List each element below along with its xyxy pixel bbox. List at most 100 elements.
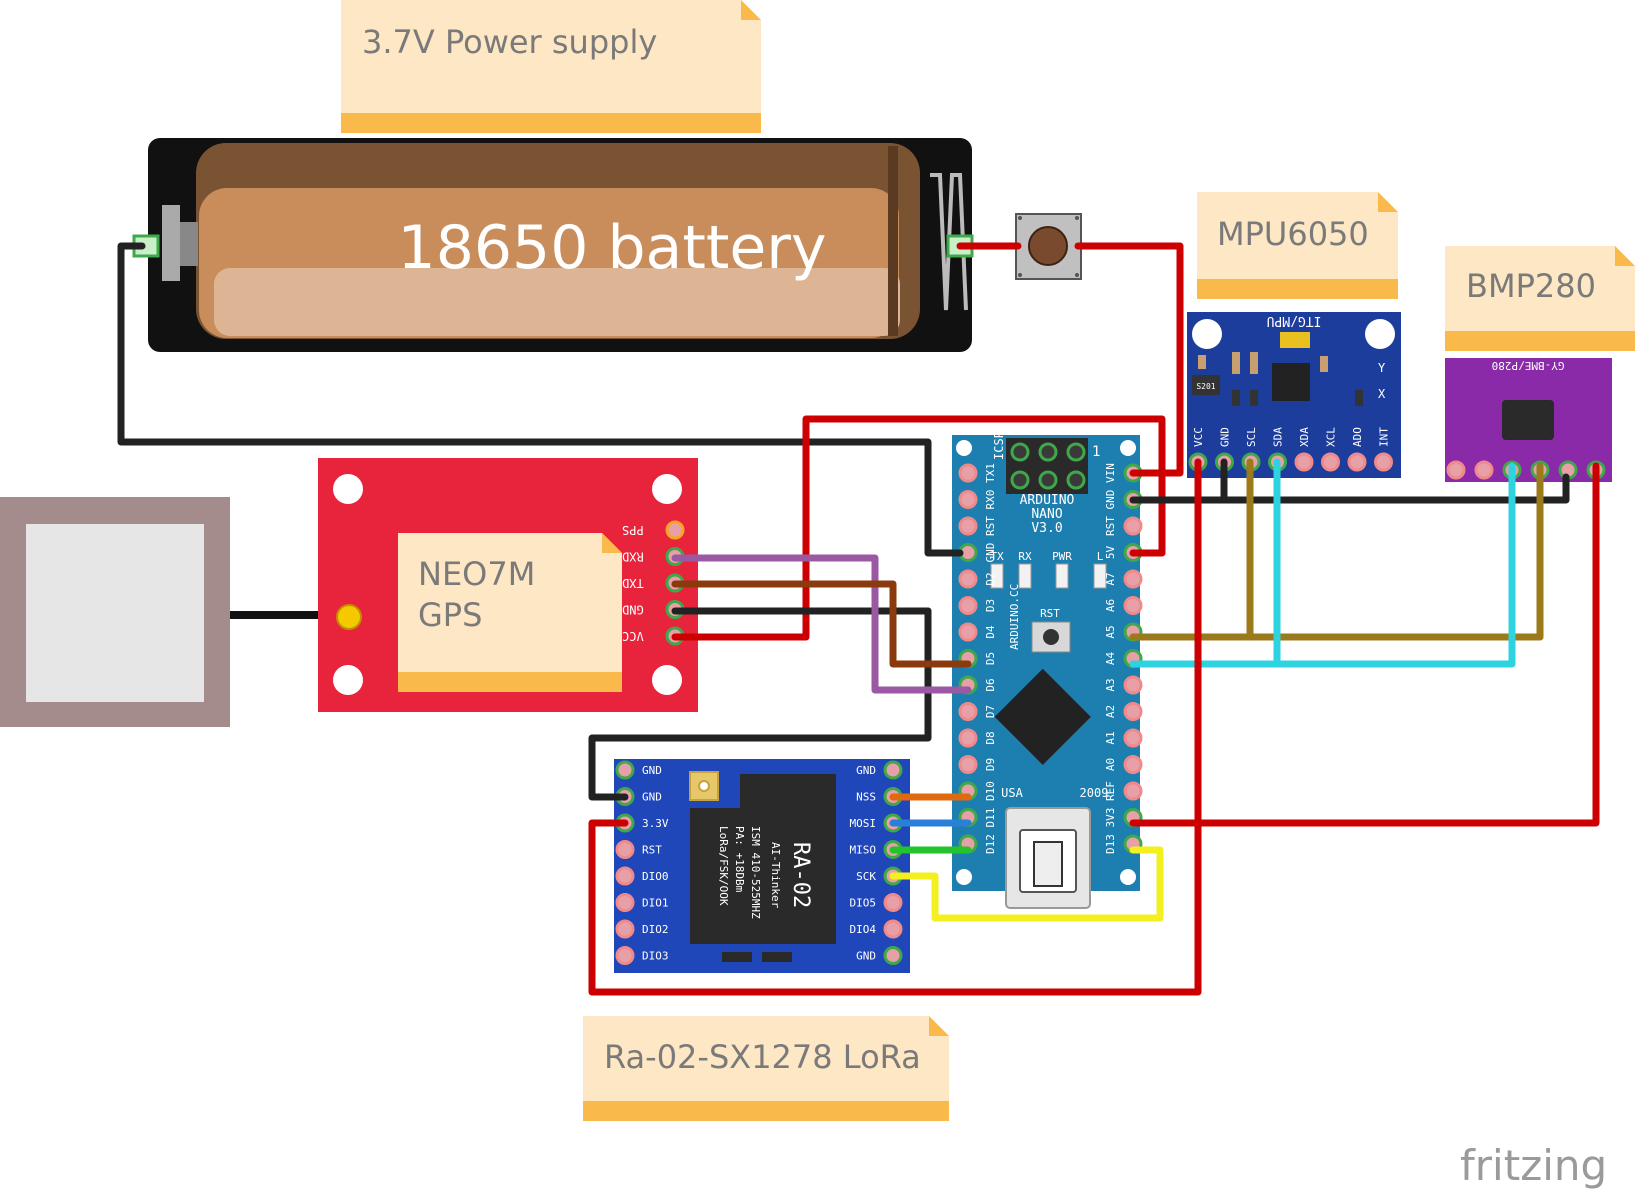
gps-pin-pps[interactable] [665, 520, 685, 540]
mpu-pin-xda[interactable] [1294, 452, 1314, 472]
gps-pin-label: TXD [622, 576, 644, 590]
nano-led [1055, 563, 1069, 589]
mpu-title: ITG/MPU [1267, 313, 1322, 328]
lora-pin-rst[interactable] [615, 840, 635, 859]
nano-pin-d9[interactable] [958, 755, 978, 774]
wire-scl [1129, 462, 1544, 641]
lora-pin-gnd[interactable] [883, 946, 903, 965]
nano-left-pin-label: D2 [984, 572, 997, 585]
bmp280-board: GY-BME/P280 [1445, 358, 1612, 482]
wire-sda [1129, 462, 1516, 668]
gps-pin-label: GND [622, 603, 644, 617]
nano-led [1018, 563, 1032, 589]
nano-led-label: L [1097, 550, 1104, 563]
mpu-chip-code: S201 [1196, 382, 1215, 391]
nano-right-pin-label: A2 [1104, 705, 1117, 718]
nano-pin-a7[interactable] [1123, 569, 1143, 589]
nano-pin-a3[interactable] [1123, 675, 1143, 695]
mpu-pin-label: INT [1378, 427, 1391, 447]
nano-pin-rst[interactable] [1123, 516, 1143, 536]
nano-left-pin-label: D4 [984, 625, 997, 639]
note-bmp280: BMP280 [1445, 246, 1635, 351]
power-switch[interactable] [1015, 213, 1082, 280]
lora-ra02-board: RA-02 AI-Thinker ISM 410-525MHZ PA: +18D… [614, 759, 910, 973]
nano-usa: USA [1001, 786, 1023, 800]
lora-pin-gnd[interactable] [883, 760, 903, 780]
lora-pin-dio4[interactable] [883, 919, 903, 939]
nano-pin-rst[interactable] [958, 516, 978, 536]
lora-chip-line3: PA: +18DBm [733, 826, 746, 893]
lora-chip-line2: ISM 410-525MHZ [749, 826, 762, 919]
nano-pin-a2[interactable] [1123, 702, 1143, 721]
nano-website: ARDUINO.CC [1008, 584, 1021, 650]
lora-right-pin-label: GND [856, 950, 876, 963]
lora-pin-gnd[interactable] [615, 760, 635, 780]
note-gps: NEO7M GPS [398, 533, 622, 692]
mpu-pin-int[interactable] [1374, 452, 1393, 472]
mpu-pin-xcl[interactable] [1321, 452, 1340, 472]
nano-pin-rx0[interactable] [958, 490, 978, 509]
lora-pin-dio5[interactable] [883, 893, 903, 912]
icsp-pin[interactable] [1066, 442, 1086, 462]
battery-label: 18650 battery [398, 213, 827, 283]
icsp-pin[interactable] [1038, 442, 1058, 462]
lora-left-pin-label: 3.3V [642, 817, 669, 830]
nano-left-pin-label: D9 [984, 758, 997, 771]
nano-pin-a1[interactable] [1123, 728, 1143, 748]
mpu-pin-label: VCC [1192, 427, 1205, 447]
nano-right-pin-label: A7 [1104, 572, 1117, 585]
lora-pin-dio3[interactable] [615, 946, 635, 965]
wire-3v3-bmp [1129, 462, 1600, 827]
bmp-pin[interactable] [1446, 460, 1466, 480]
bmp-pin[interactable] [1474, 460, 1494, 480]
nano-pin-d8[interactable] [958, 728, 978, 748]
gps-pin-label: VCC [622, 629, 644, 643]
battery-holder: 18650 battery [132, 138, 974, 352]
lora-pin-dio1[interactable] [615, 893, 635, 912]
nano-left-pin-label: RX0 [984, 490, 997, 510]
nano-left-pin-label: D8 [984, 731, 997, 744]
nano-right-pin-label: REF [1104, 781, 1117, 801]
mpu-pin-label: SDA [1272, 427, 1285, 447]
lora-chip-title: RA-02 [788, 842, 813, 908]
icsp-pin[interactable] [1010, 442, 1030, 462]
nano-right-pin-label: A5 [1104, 625, 1117, 638]
lora-left-pin-label: GND [642, 764, 662, 777]
nano-pin-ref[interactable] [1123, 781, 1143, 801]
wire-switch-to-vin [1074, 242, 1184, 477]
nano-left-pin-label: D11 [984, 808, 997, 828]
gps-antenna [0, 497, 340, 727]
wire-3v3-loop [588, 458, 1202, 996]
lora-pin-dio2[interactable] [615, 919, 635, 939]
nano-pin-tx1[interactable] [958, 463, 978, 483]
icsp-pin[interactable] [1038, 470, 1058, 490]
nano-left-pin-label: D7 [984, 705, 997, 718]
wire-gps-txd [671, 580, 972, 668]
lora-left-pin-label: GND [642, 791, 662, 804]
note-gps-line1: NEO7M [418, 555, 535, 593]
icsp-pin[interactable] [1066, 470, 1086, 490]
nano-left-pin-label: D5 [984, 652, 997, 665]
nano-name1: ARDUINO [1020, 493, 1075, 508]
fritzing-logo: fritzing [1460, 1141, 1607, 1190]
nano-pin-a0[interactable] [1123, 755, 1143, 774]
lora-left-pin-label: RST [642, 844, 662, 857]
nano-pin-d4[interactable] [958, 622, 978, 642]
icsp-pin[interactable] [1010, 470, 1030, 490]
nano-pin-d7[interactable] [958, 702, 978, 721]
lora-pin-dio0[interactable] [615, 866, 635, 886]
usb-mini-connector[interactable] [1005, 807, 1091, 909]
nano-icsp-label: ICSP [992, 431, 1006, 460]
nano-right-pin-label: A4 [1104, 652, 1117, 666]
nano-year: 2009 [1080, 786, 1109, 800]
nano-pin-a6[interactable] [1123, 596, 1143, 615]
icsp-header [1010, 442, 1086, 490]
lora-chip-line4: LoRa/FSK/OOK [717, 826, 730, 906]
nano-led [1093, 563, 1107, 589]
nano-pin-d3[interactable] [958, 596, 978, 615]
mpu-pin-ado[interactable] [1347, 452, 1367, 472]
nano-pin-d2[interactable] [958, 569, 978, 589]
